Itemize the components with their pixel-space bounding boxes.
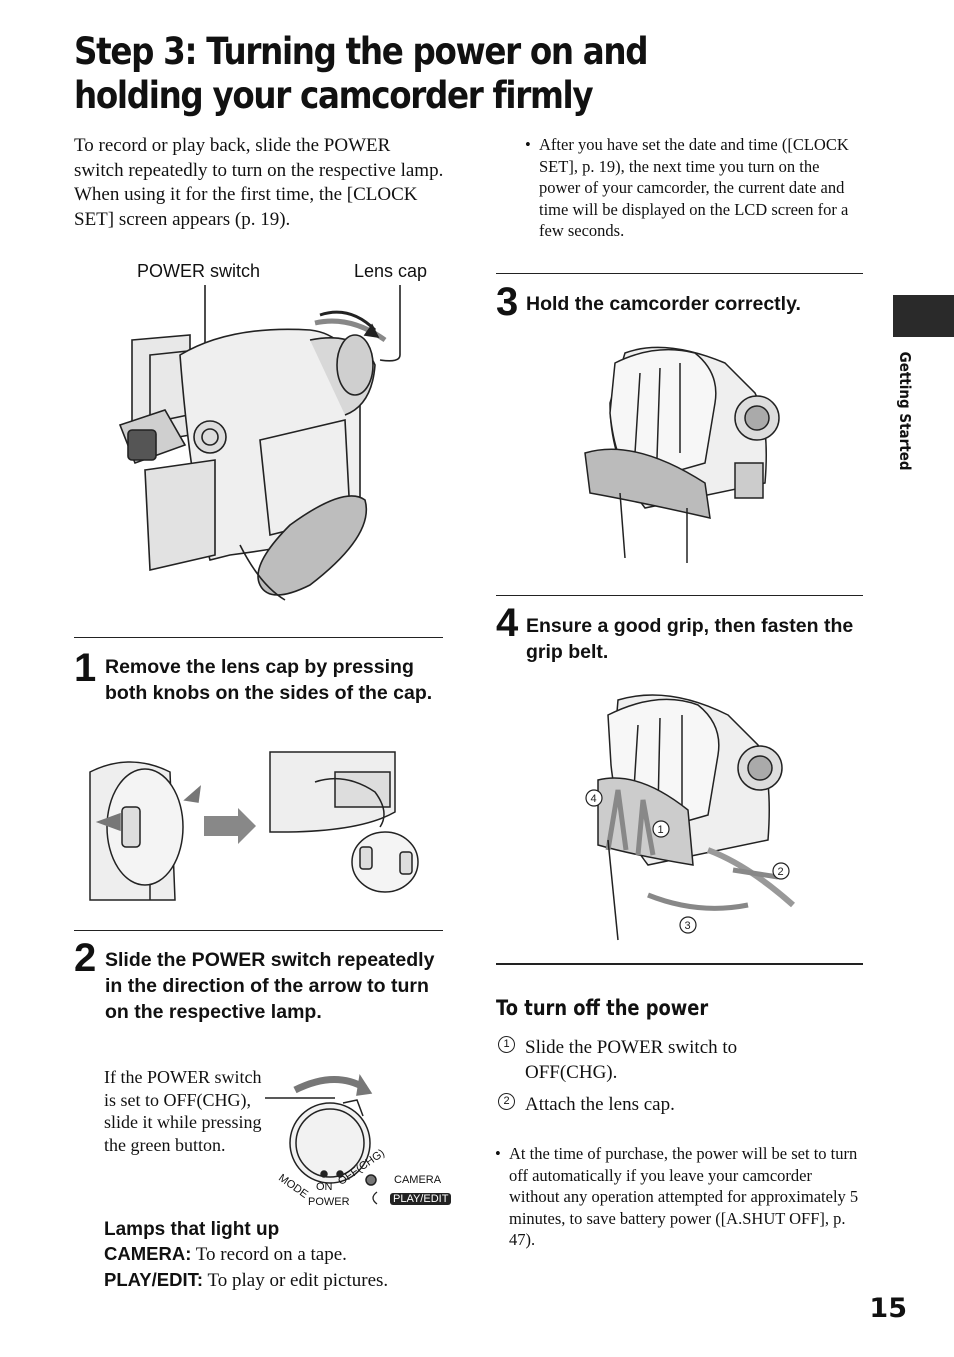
step-number: 1	[74, 646, 97, 690]
lamp-item: CAMERA: To record on a tape.	[104, 1242, 444, 1268]
step-instruction: Slide the POWER switch repeatedly in the…	[105, 949, 435, 1023]
intro-paragraph: To record or play back, slide the POWER …	[74, 135, 444, 181]
grip-callout-2: 2	[778, 866, 784, 878]
step-number: 4	[496, 601, 519, 645]
info-bullet: •After you have set the date and time ([…	[525, 134, 860, 242]
turn-off-step: 2 Attach the lens cap.	[498, 1093, 838, 1118]
lamp-label-camera: CAMERA	[394, 1174, 442, 1186]
lamps-list: CAMERA: To record on a tape. PLAY/EDIT: …	[104, 1242, 444, 1293]
divider	[496, 273, 863, 274]
step-instruction: Remove the lens cap by pressing both kno…	[105, 656, 433, 704]
intro-text: To record or play back, slide the POWER …	[74, 134, 444, 232]
lamp-name: CAMERA:	[104, 1243, 192, 1264]
bullet-text: At the time of purchase, the power will …	[509, 1144, 859, 1249]
divider	[74, 637, 443, 638]
info-bullet: •At the time of purchase, the power will…	[495, 1143, 861, 1251]
turn-off-steps: 1 Slide the POWER switch to OFF(CHG). 2 …	[498, 1036, 838, 1118]
camcorder-illustration	[118, 285, 401, 601]
holding-camcorder-illustration	[584, 346, 780, 563]
section-heading: To turn off the power	[496, 996, 709, 1020]
divider	[74, 930, 443, 931]
divider	[496, 963, 863, 965]
bullet-text: After you have set the date and time ([C…	[539, 135, 849, 240]
step-marker: 2	[498, 1093, 515, 1110]
lens-cap-label: Lens cap	[354, 261, 428, 281]
intro-paragraph: When using it for the first time, the [C…	[74, 184, 418, 230]
page-number: 15	[869, 1293, 907, 1324]
step-number: 3	[496, 280, 519, 324]
step-instruction: Hold the camcorder correctly.	[526, 293, 801, 315]
lamp-item: PLAY/EDIT: To play or edit pictures.	[104, 1268, 444, 1294]
step-text: Slide the POWER switch to OFF(CHG).	[525, 1037, 738, 1083]
switch-label-on: ON	[316, 1181, 333, 1193]
turn-off-step: 1 Slide the POWER switch to OFF(CHG).	[498, 1036, 838, 1085]
step-instruction: Ensure a good grip, then fasten the grip…	[526, 615, 854, 663]
divider	[496, 595, 863, 596]
lens-cap-removal-illustration	[89, 751, 419, 901]
grip-callout-4: 4	[591, 793, 597, 805]
section-tab-label: Getting Started	[896, 351, 914, 471]
lamps-heading: Lamps that light up	[104, 1219, 280, 1240]
grip-callout-3: 3	[685, 920, 691, 932]
step-number: 2	[74, 936, 97, 980]
switch-label-power: POWER	[308, 1196, 350, 1208]
step-note: If the POWER switch is set to OFF(CHG), …	[104, 1067, 262, 1155]
lamp-name: PLAY/EDIT:	[104, 1268, 204, 1290]
grip-belt-illustration: 4 1 2 3	[585, 694, 795, 941]
lamp-label-play-edit: PLAY/EDIT	[390, 1193, 452, 1205]
step-text: Attach the lens cap.	[525, 1094, 675, 1115]
power-switch-illustration	[265, 1073, 378, 1205]
step-marker: 1	[498, 1036, 515, 1053]
page-title: Step 3: Turning the power on and holding…	[74, 30, 649, 117]
grip-callout-1: 1	[658, 824, 664, 836]
lamp-description: To record on a tape.	[195, 1244, 347, 1265]
power-switch-label: POWER switch	[137, 261, 261, 281]
section-tab	[893, 295, 954, 337]
lamp-description: To play or edit pictures.	[207, 1269, 389, 1291]
